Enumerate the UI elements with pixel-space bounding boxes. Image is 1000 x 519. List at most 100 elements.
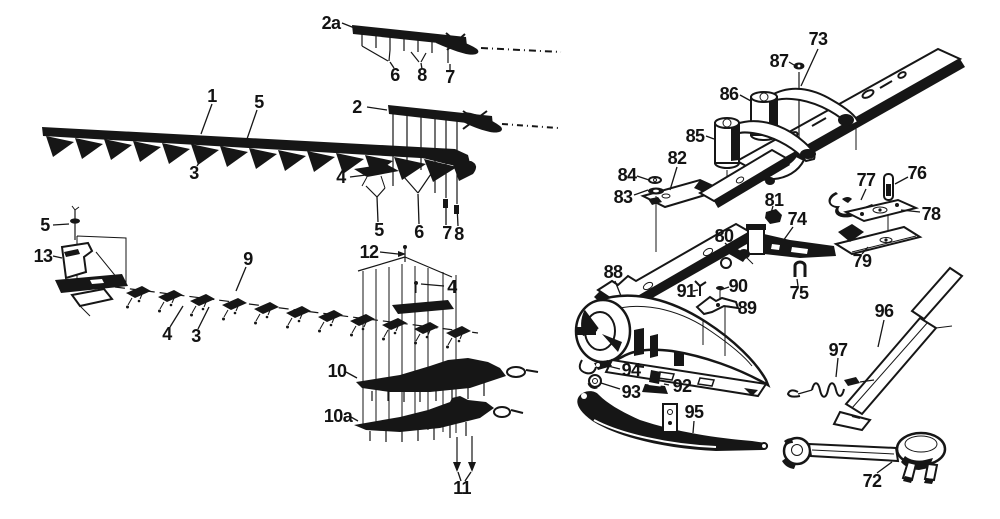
- part-label-79: 79: [853, 251, 872, 271]
- pin-80: [720, 247, 754, 269]
- leader-line-78: [900, 209, 921, 213]
- leader-line-12: [379, 251, 399, 255]
- leader-line-13: [52, 255, 63, 259]
- leader-line-75: [796, 278, 799, 287]
- part-label-72: 72: [863, 471, 882, 491]
- leader-line-74: [782, 226, 794, 242]
- part-label-93: 93: [622, 382, 641, 402]
- leader-line-85: [705, 135, 715, 140]
- part-label-10: 10: [328, 361, 347, 381]
- leader-line-90: [719, 286, 730, 291]
- part-label-3: 3: [189, 163, 199, 183]
- leader-line-5: [376, 196, 379, 223]
- leader-line-94: [607, 365, 621, 370]
- leader-line-97: [835, 357, 839, 378]
- part-label-4: 4: [336, 167, 346, 187]
- bracket-89-90-91: [694, 280, 740, 316]
- inner-shoe-88: [574, 294, 771, 398]
- leader-line-86: [739, 94, 752, 102]
- part-label-5: 5: [254, 92, 264, 112]
- part-label-74: 74: [788, 209, 807, 229]
- leader-line-96: [877, 319, 885, 348]
- part-label-82: 82: [668, 148, 687, 168]
- block-92: [642, 370, 668, 394]
- skid-plate-95: [577, 391, 769, 451]
- main-knife-assembly: [42, 127, 477, 182]
- leader-line-84: [636, 175, 650, 181]
- leader-line-10: [345, 371, 358, 379]
- part-label-4: 4: [447, 277, 457, 297]
- swath-board-96: [832, 266, 964, 432]
- part-label-6: 6: [414, 222, 424, 242]
- knife-head-assembly-2a: [352, 25, 562, 63]
- part-label-11: 11: [453, 478, 471, 498]
- leader-line-73: [800, 48, 819, 87]
- leader-line-4: [169, 305, 184, 328]
- guard-bundle-12: [357, 245, 457, 433]
- part-label-4: 4: [162, 324, 172, 344]
- part-label-8: 8: [417, 65, 427, 85]
- bolt-76: [883, 173, 894, 238]
- leader-line-8: [420, 62, 423, 70]
- part-label-5: 5: [374, 220, 384, 240]
- leader-line-72: [876, 461, 893, 474]
- direction-arrows-11: [453, 436, 476, 482]
- part-label-88: 88: [604, 262, 623, 282]
- leader-line-83: [633, 189, 649, 196]
- leader-line-11: [457, 471, 462, 482]
- part-label-75: 75: [790, 283, 809, 303]
- leader-line-91: [692, 289, 699, 292]
- leader-line-77: [860, 188, 867, 201]
- part-label-73: 73: [809, 29, 828, 49]
- part-label-13: 13: [34, 246, 53, 266]
- leader-line-82: [669, 166, 678, 191]
- cutter-bar-10a: [354, 396, 524, 442]
- part-label-9: 9: [243, 249, 253, 269]
- leader-line-6: [417, 193, 420, 225]
- leader-line-79: [861, 246, 869, 255]
- knife-section-4: [354, 164, 399, 189]
- part-label-80: 80: [715, 226, 734, 246]
- part-label-2: 2: [352, 97, 362, 117]
- leader-line-8: [456, 204, 459, 227]
- part-label-96: 96: [875, 301, 894, 321]
- leader-line-2: [366, 106, 388, 111]
- part-label-12: 12: [360, 242, 379, 262]
- part-label-76: 76: [908, 163, 927, 183]
- leader-line-9: [235, 266, 247, 292]
- bushing-85-with-clip-arm: [714, 117, 816, 196]
- leader-line-93: [600, 382, 621, 390]
- leader-line-80: [724, 242, 733, 251]
- part-label-3: 3: [191, 326, 201, 346]
- part-label-10a: 10a: [324, 406, 354, 426]
- leader-line-10a: [350, 416, 359, 422]
- part-label-77: 77: [857, 170, 876, 190]
- leader-line-87: [788, 61, 795, 66]
- leader-line-3: [197, 306, 210, 330]
- part-label-89: 89: [738, 298, 757, 318]
- part-label-83: 83: [614, 187, 633, 207]
- leader-line-5: [246, 109, 258, 140]
- part-label-1: 1: [207, 86, 217, 106]
- cutter-bar-10: [356, 358, 539, 402]
- part-label-6: 6: [390, 65, 400, 85]
- leader-line-5: [52, 223, 70, 226]
- plate-79: [833, 224, 923, 256]
- part-label-90: 90: [729, 276, 748, 296]
- cotter-75: [793, 260, 807, 277]
- part-label-91: 91: [677, 281, 696, 301]
- part-label-87: 87: [770, 51, 789, 71]
- part-label-94: 94: [622, 360, 641, 380]
- leader-line-4: [349, 174, 367, 178]
- part-label-8: 8: [454, 224, 464, 244]
- leader-line-1: [200, 103, 213, 135]
- leader-line-76: [894, 176, 909, 185]
- wrench-72: [782, 431, 947, 484]
- leader-line-4: [420, 283, 445, 287]
- cutter-bar-sections: [594, 148, 790, 313]
- knife-head-holder-74: [738, 224, 836, 259]
- nut-81: [765, 209, 782, 224]
- leader-line-95: [692, 420, 695, 434]
